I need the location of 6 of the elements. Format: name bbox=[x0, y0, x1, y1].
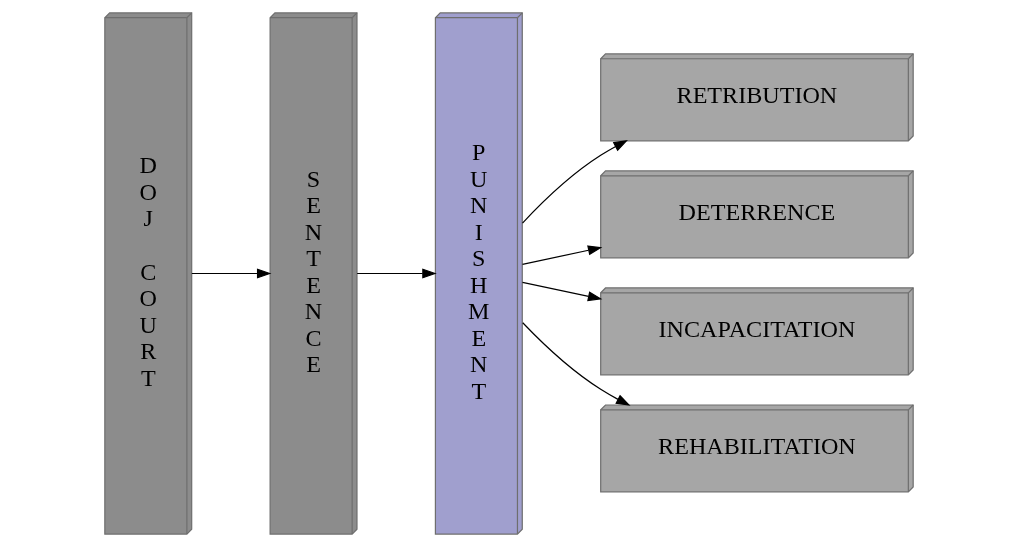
arrow bbox=[521, 281, 603, 302]
arrow bbox=[522, 322, 631, 406]
arrow bbox=[356, 268, 437, 279]
arrow bbox=[191, 268, 272, 279]
arrow bbox=[521, 140, 628, 224]
arrow bbox=[521, 245, 603, 265]
